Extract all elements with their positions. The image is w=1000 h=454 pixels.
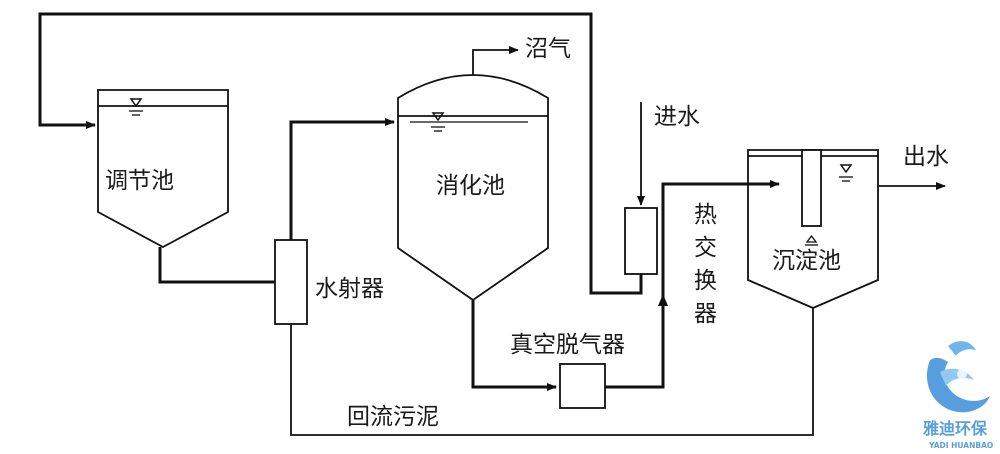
heat-exchanger	[624, 207, 658, 275]
svg-text:器: 器	[694, 301, 717, 327]
center-well	[801, 149, 822, 227]
svg-text:热: 热	[694, 202, 717, 228]
ejector-to-digester-pipe	[289, 118, 395, 240]
degasser-to-settling-pipe	[605, 180, 780, 389]
water-level-icon	[839, 164, 853, 182]
svg-text:换: 换	[694, 268, 717, 294]
biogas-label: 沼气	[525, 36, 571, 62]
return-sludge-label: 回流污泥	[347, 404, 439, 430]
digester-label: 消化池	[436, 173, 505, 199]
vacuum-degasser	[559, 363, 606, 409]
logo-subtitle: YADI HUANBAO	[928, 441, 993, 450]
regulating-to-ejector-pipe	[158, 247, 275, 284]
settling-tank: 沉淀池	[747, 149, 879, 309]
settling-tank-label: 沉淀池	[772, 248, 841, 274]
sludge-cone-icon	[805, 234, 818, 246]
digester-tank: 消化池	[397, 74, 549, 302]
biogas-pipe	[472, 46, 519, 75]
heat-exchanger-label: 热 交 换 器	[694, 202, 717, 327]
water-ejector-label: 水射器	[315, 276, 384, 302]
vacuum-degasser-label: 真空脱气器	[510, 332, 625, 358]
regulating-tank: 调节池	[97, 89, 229, 249]
svg-text:交: 交	[694, 235, 717, 261]
dolphin-icon	[926, 341, 990, 413]
water-level-icon	[129, 98, 143, 116]
return-sludge-pipe	[290, 308, 814, 436]
water-level-icon	[431, 112, 445, 132]
top-recycle-pipe	[38, 12, 643, 295]
water-out-label: 出水	[903, 144, 949, 170]
water-in-label: 进水	[654, 104, 700, 130]
regulating-tank-label: 调节池	[105, 168, 174, 194]
logo-name: 雅迪环保	[922, 419, 988, 438]
water-ejector	[274, 239, 308, 325]
digester-to-degasser-pipe	[471, 300, 557, 391]
yadi-logo: 雅迪环保 YADI HUANBAO	[922, 341, 993, 450]
